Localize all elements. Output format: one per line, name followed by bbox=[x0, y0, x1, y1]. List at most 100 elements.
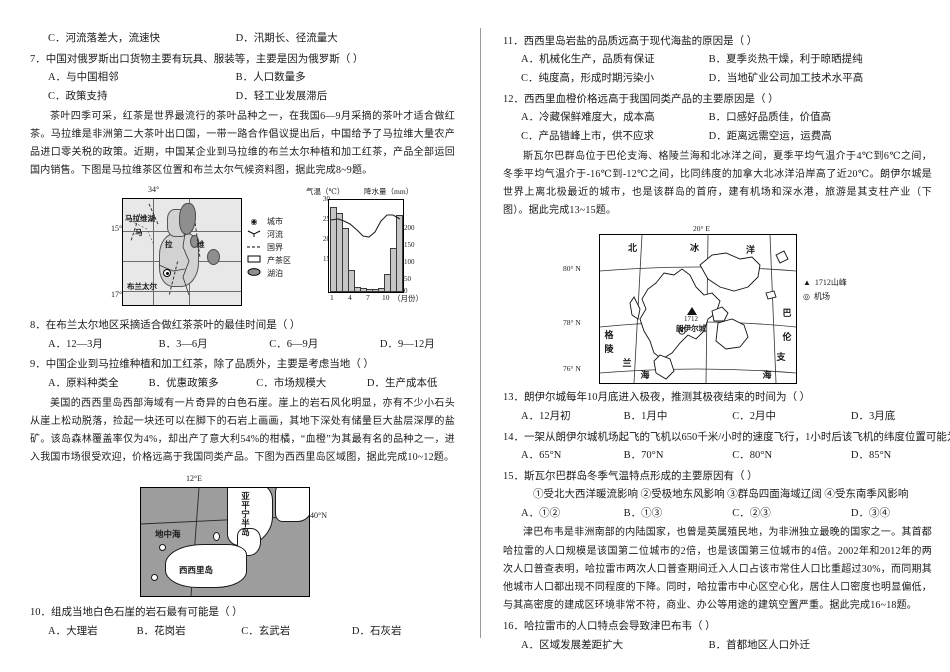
q9-option-a[interactable]: A．原料种类全 bbox=[48, 377, 119, 389]
svalbard-latitude-76: 76° N bbox=[563, 364, 581, 374]
q15-options: A．①② B．①③ C．②③ D．③④ bbox=[521, 506, 932, 523]
q10-option-d[interactable]: D．石灰岩 bbox=[351, 625, 402, 637]
q15-option-c[interactable]: C．②③ bbox=[732, 507, 771, 519]
q13-option-b[interactable]: B．1月中 bbox=[623, 410, 668, 422]
q10-option-c[interactable]: C．玄武岩 bbox=[241, 625, 291, 637]
q15-option-d[interactable]: D．③④ bbox=[850, 507, 890, 519]
sicily-island-land bbox=[165, 544, 247, 589]
svalbard-map: 北 冰 洋 格 陵 兰 海 巴 伦 支 海 1712 朗伊尔城 bbox=[599, 234, 797, 385]
q8-text: 在布兰太尔地区采摘适合做红茶茶叶的最佳时间是（ ） bbox=[45, 320, 301, 332]
precip-bar bbox=[342, 228, 349, 293]
q11-options-row2: C．纯度高，形成时期污染小 D．当地矿业公司加工技术水平高 bbox=[521, 71, 932, 88]
malawi-latitude-15: 15° bbox=[111, 224, 123, 234]
q12-option-b[interactable]: B．口感好品质佳，价值高 bbox=[708, 112, 832, 124]
ytick-20: 20 bbox=[323, 235, 330, 244]
q15-option-b[interactable]: B．①③ bbox=[623, 507, 663, 519]
q15-option-a[interactable]: A．①② bbox=[521, 507, 561, 519]
q13-option-c[interactable]: C．2月中 bbox=[732, 410, 777, 422]
ytick2-50: 50 bbox=[404, 275, 411, 284]
mediterranean-sea-label: 地中海 bbox=[155, 529, 181, 540]
greenland-sea-label-lan: 兰 bbox=[622, 358, 632, 369]
barents-sea-label-lun: 伦 bbox=[782, 332, 792, 343]
q8-option-b[interactable]: B．3—6月 bbox=[158, 338, 208, 350]
malawi-longitude-label: 34° bbox=[148, 185, 160, 195]
q7-text: 中国对俄罗斯出口货物主要有玩具、服装等，主要是因为俄罗斯（ ） bbox=[45, 53, 364, 65]
svalbard-latitude-80: 80° N bbox=[563, 264, 581, 274]
airport-icon: ◎ bbox=[803, 292, 810, 302]
legend-label-airport: 机场 bbox=[813, 292, 830, 302]
legend-item-teazone: 产茶区 bbox=[246, 255, 291, 268]
chart-xlabel: （月份） bbox=[393, 294, 423, 304]
q14-option-c[interactable]: C．80°N bbox=[732, 449, 773, 461]
q16-option-a[interactable]: A．区域发展差距扩大 bbox=[521, 639, 624, 651]
q14-number: 14． bbox=[503, 431, 524, 443]
q11-option-d[interactable]: D．当地矿业公司加工技术水平高 bbox=[708, 73, 864, 85]
arctic-ocean-label-bing: 冰 bbox=[690, 243, 700, 254]
question-11: 11．西西里岛岩盐的品质远高于现代海盐的原因是（ ） bbox=[503, 34, 932, 50]
q9-option-d[interactable]: D．生产成本低 bbox=[366, 377, 438, 389]
q9-option-c[interactable]: C．市场规模大 bbox=[256, 377, 327, 389]
question-12: 12．西西里血橙价格远高于我国同类产品的主要原因是（ ） bbox=[503, 92, 932, 108]
q14-option-d[interactable]: D．85°N bbox=[850, 449, 892, 461]
q8-option-d[interactable]: D．9—12月 bbox=[379, 338, 435, 350]
q10-option-a[interactable]: A．大理岩 bbox=[48, 625, 98, 637]
question-8: 8．在布兰太尔地区采摘适合做红茶茶叶的最佳时间是（ ） bbox=[30, 318, 455, 334]
q12-option-a[interactable]: A．冷藏保鲜难度大，成本高 bbox=[521, 112, 655, 124]
q13-option-d[interactable]: D．3月底 bbox=[850, 410, 896, 422]
q11-option-b[interactable]: B．夏季炎热干燥，利于晾晒提纯 bbox=[708, 54, 863, 66]
river-icon bbox=[246, 229, 262, 242]
ytick-30: 30 bbox=[323, 195, 330, 204]
barents-sea-label-zhi: 支 bbox=[776, 352, 786, 363]
q12-option-c[interactable]: C．产品错峰上市，供不应求 bbox=[521, 130, 655, 142]
q7-options-row2: C．政策支持 D．轻工业发展滞后 bbox=[48, 89, 455, 106]
lake-chilwa bbox=[207, 249, 220, 266]
q12-option-d[interactable]: D．距离远需空运，运费高 bbox=[708, 130, 832, 142]
q7-option-d[interactable]: D．轻工业发展滞后 bbox=[235, 90, 328, 102]
q6-options: C．河流落差大，流速快 D．汛期长、径流量大 bbox=[48, 31, 455, 48]
sicily-map: 地中海 西西里岛 亚平宁半岛 bbox=[140, 487, 310, 598]
left-column: C．河流落差大，流速快 D．汛期长、径流量大 7．中国对俄罗斯出口货物主要有玩具… bbox=[30, 31, 455, 637]
malawi-label-wei: 维 bbox=[197, 240, 205, 250]
climate-chart: 气温（℃） 降水量（mm） 30 25 20 15 200 150 100 50… bbox=[306, 186, 426, 310]
blob-icon bbox=[246, 268, 262, 281]
sicily-longitude-label: 12°E bbox=[186, 474, 203, 484]
greenland-sea-label-hai: 海 bbox=[640, 370, 650, 381]
q7-option-c[interactable]: C．政策支持 bbox=[48, 90, 108, 102]
precip-bar bbox=[396, 215, 403, 293]
q8-option-a[interactable]: A．12—3月 bbox=[48, 338, 103, 350]
figure-sicily: 12°E 40°N 地中海 西西里岛 亚平宁半岛 bbox=[126, 473, 327, 601]
legend-label-lake: 湖泊 bbox=[267, 269, 283, 279]
q7-options-row1: A．与中国相邻 B．人口数量多 bbox=[48, 70, 455, 87]
lake-small-mid bbox=[190, 235, 199, 249]
precip-bar bbox=[348, 270, 355, 293]
q14-option-a[interactable]: A．65°N bbox=[521, 449, 562, 461]
rect-icon bbox=[246, 255, 262, 268]
q11-option-a[interactable]: A．机械化生产，品质有保证 bbox=[521, 54, 655, 66]
barents-sea-label-ba: 巴 bbox=[782, 308, 792, 319]
legend-label-city: 城市 bbox=[267, 217, 283, 227]
q11-option-c[interactable]: C．纯度高，形成时期污染小 bbox=[521, 73, 655, 85]
xtick-4: 4 bbox=[348, 293, 352, 303]
q14-option-b[interactable]: B．70°N bbox=[623, 449, 664, 461]
ytick2-150: 150 bbox=[404, 241, 415, 250]
q12-text: 西西里血橙价格远高于我国同类产品的主要原因是（ ） bbox=[524, 93, 779, 105]
q13-number: 13． bbox=[503, 392, 524, 404]
q13-option-a[interactable]: A．12月初 bbox=[521, 410, 571, 422]
q10-option-b[interactable]: B．花岗岩 bbox=[136, 625, 186, 637]
q6-option-c[interactable]: C．河流落差大，流速快 bbox=[48, 33, 161, 44]
q8-option-c[interactable]: C．6—9月 bbox=[269, 338, 319, 350]
q6-option-d[interactable]: D．汛期长、径流量大 bbox=[235, 33, 338, 44]
question-16: 16．哈拉雷市的人口特点会导致津巴布韦（ ） bbox=[503, 619, 932, 635]
q16-option-b[interactable]: B．首都地区人口外迁 bbox=[708, 639, 811, 651]
q7-option-a[interactable]: A．与中国相邻 bbox=[48, 72, 119, 84]
q9-number: 9． bbox=[30, 359, 46, 371]
right-column: 11．西西里岛岩盐的品质远高于现代海盐的原因是（ ） A．机械化生产，品质有保证… bbox=[477, 0, 950, 672]
q8-number: 8． bbox=[30, 320, 46, 332]
legend-item-city: ◉ 城市 bbox=[246, 216, 291, 229]
q9-option-b[interactable]: B．优惠政策多 bbox=[148, 377, 219, 389]
figure-malawi-climate: 34° 15° 17° bbox=[111, 185, 423, 314]
q10-number: 10． bbox=[30, 607, 51, 619]
malawi-label-la: 拉 bbox=[165, 240, 173, 250]
q7-option-b[interactable]: B．人口数量多 bbox=[235, 72, 306, 84]
